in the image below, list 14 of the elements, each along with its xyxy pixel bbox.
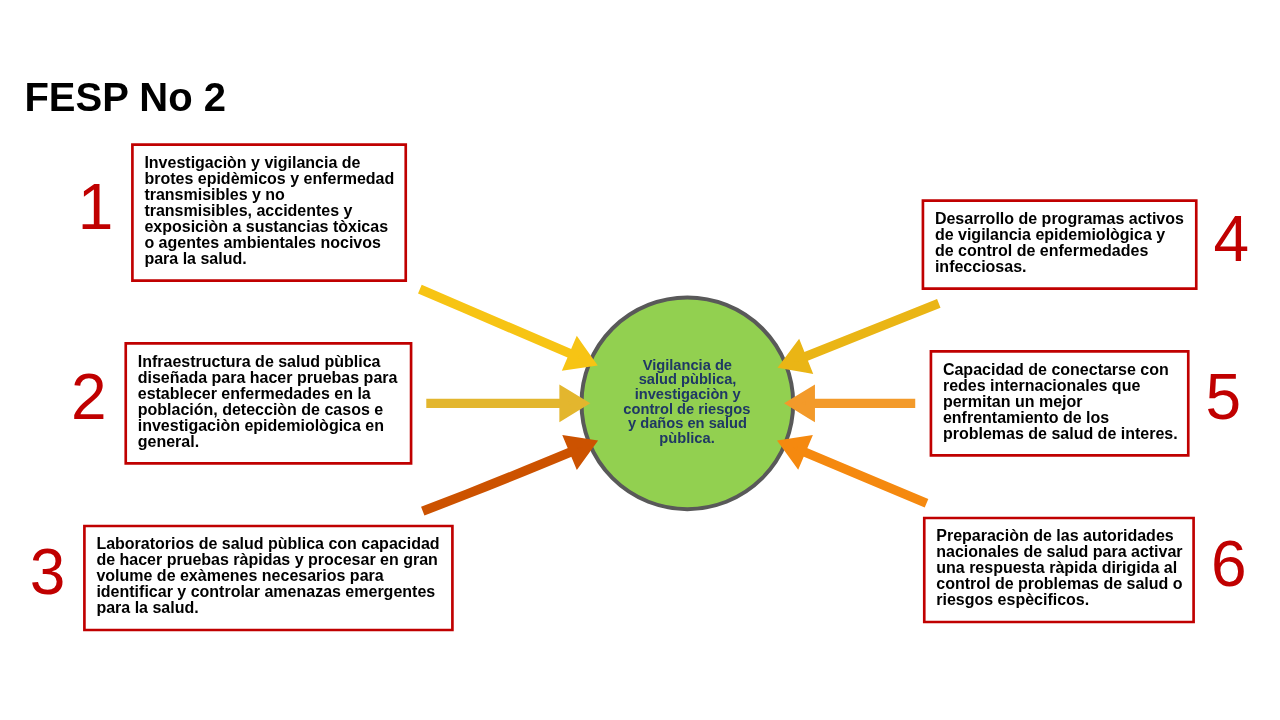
arrow	[426, 384, 591, 423]
node-label: 4	[1213, 202, 1250, 275]
node-label: 1	[77, 170, 114, 243]
node-label: 2	[71, 361, 107, 434]
arrow	[777, 299, 941, 374]
diagram-title: FESP No 2	[24, 75, 226, 120]
arrow	[777, 434, 929, 508]
arrow	[784, 384, 916, 423]
arrow	[421, 434, 599, 516]
node-label: 3	[29, 535, 66, 608]
node-circle: Vigilancia de salud pùblica, investigaciòn y control de riesgos y daños en salud pùblica.	[579, 295, 796, 512]
node-label: 5	[1205, 361, 1242, 434]
arrow	[418, 284, 598, 371]
node-label: 6	[1210, 527, 1247, 600]
